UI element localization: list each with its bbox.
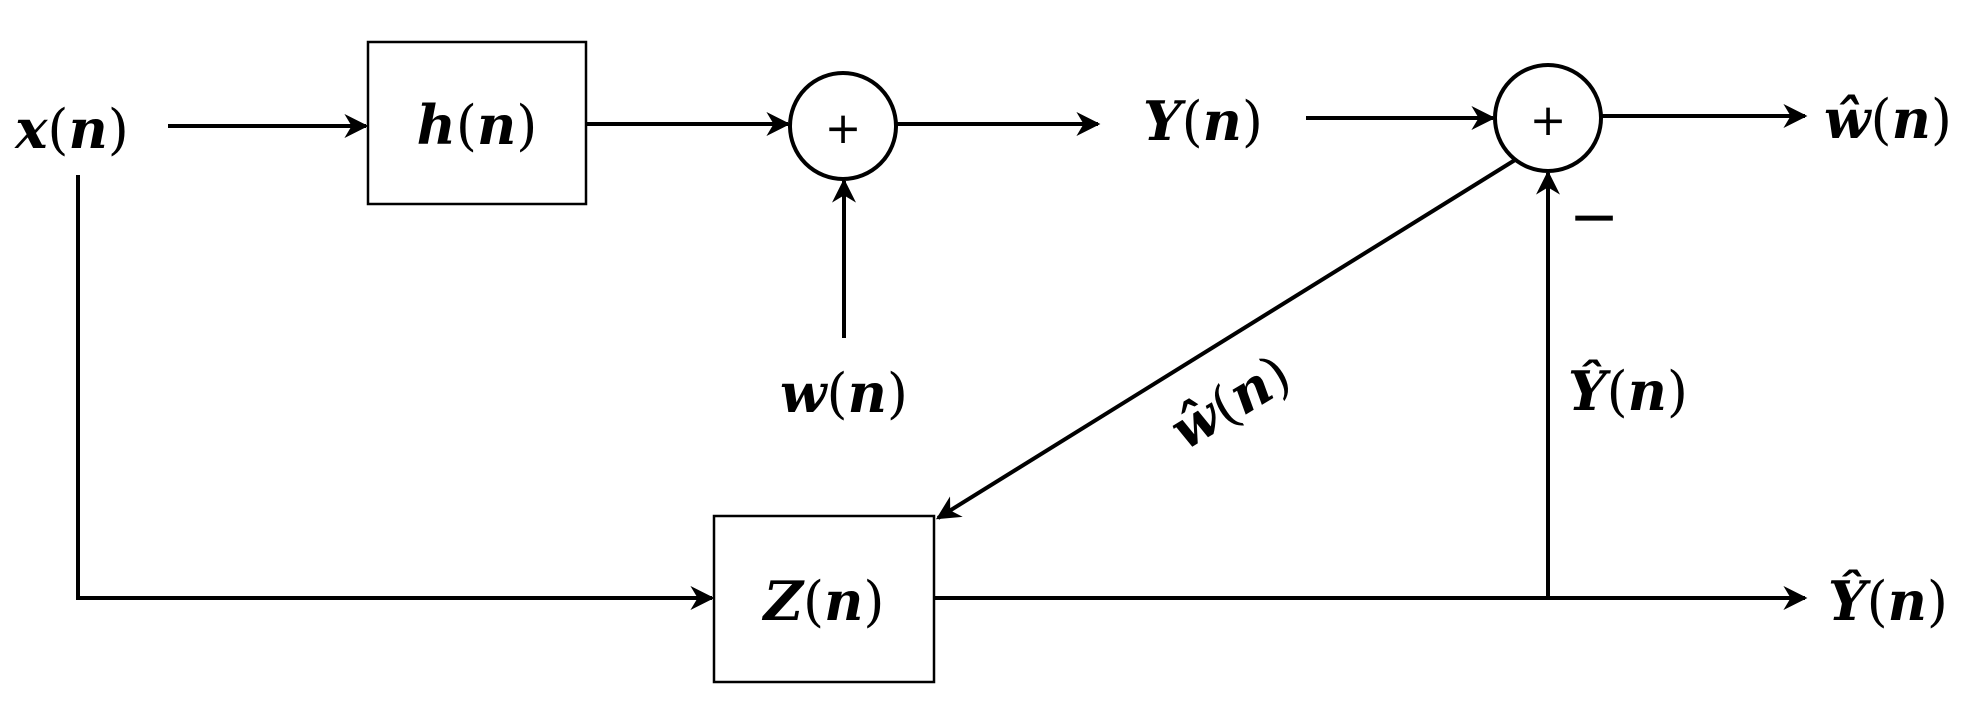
z-block: Z(n) <box>712 514 936 684</box>
summer-2-plus-sign: + <box>1530 95 1567 146</box>
label-y: Y(n) <box>1143 89 1263 153</box>
summer-2: + <box>1493 63 1603 173</box>
wire-feedback-w-hat <box>935 158 1517 520</box>
h-block: h(n) <box>366 40 588 206</box>
label-w-hat-feedback: ŵ(n) <box>1159 341 1302 462</box>
z-block-argument: n <box>824 569 863 633</box>
summer-1-plus-sign: + <box>825 103 862 154</box>
svg-text:Z(n): Z(n) <box>762 569 885 633</box>
h-block-argument: n <box>477 93 516 157</box>
wire-x-to-z <box>76 175 715 610</box>
label-y-hat-output: Ŷ(n) <box>1828 569 1948 633</box>
label-w: w(n) <box>780 361 908 425</box>
h-block-symbol: h <box>417 93 456 157</box>
label-w-hat-output: ŵ(n) <box>1824 87 1952 151</box>
summer-1: + <box>788 71 898 181</box>
summer-2-minus-sign: − <box>1569 182 1619 252</box>
svg-text:h(n): h(n) <box>417 93 538 157</box>
z-block-symbol: Z <box>762 569 806 633</box>
label-x: x(n) <box>14 97 129 161</box>
label-y-hat-feedback: Ŷ(n) <box>1568 359 1688 423</box>
